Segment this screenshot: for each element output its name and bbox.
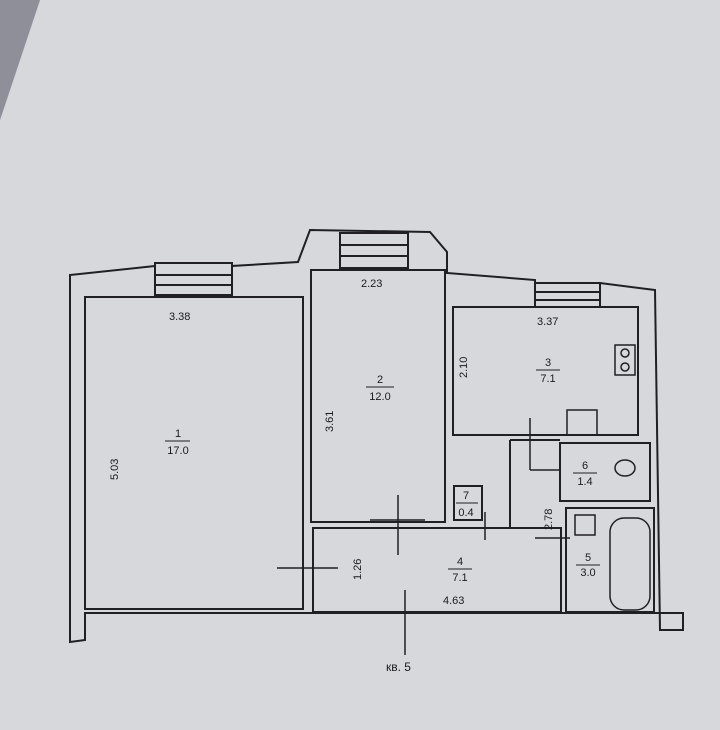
room-area: 7.1 xyxy=(540,373,555,385)
room-area: 12.0 xyxy=(369,391,390,403)
window-room1 xyxy=(154,262,233,296)
room-area: 7.1 xyxy=(452,572,467,584)
room-number: 5 xyxy=(585,552,591,564)
room-number: 7 xyxy=(463,490,469,502)
dimension-labels: 3.38 5.03 2.23 3.61 3.37 2.10 4.63 1.26 … xyxy=(109,278,558,607)
exterior-walls xyxy=(69,228,684,644)
room-number: 4 xyxy=(457,556,463,568)
room-number: 3 xyxy=(545,357,551,369)
room-area: 0.4 xyxy=(458,507,473,519)
room-number: 6 xyxy=(582,460,588,472)
dim-hall-length: 4.63 xyxy=(443,595,464,607)
bathtub-icon xyxy=(609,517,651,611)
fixtures xyxy=(566,344,651,611)
dim-room1-width: 3.38 xyxy=(169,311,190,323)
room-number: 2 xyxy=(377,374,383,386)
paper-shadow xyxy=(0,0,40,120)
dim-room1-length: 5.03 xyxy=(109,459,121,480)
washbasin-icon xyxy=(574,514,596,536)
door-marks xyxy=(277,418,570,655)
windows xyxy=(154,232,601,308)
dim-room3-width: 3.37 xyxy=(537,316,558,328)
dim-room2-length: 3.61 xyxy=(324,411,336,432)
window-room2 xyxy=(339,232,409,269)
kitchen-sink-icon xyxy=(566,409,598,436)
window-room3 xyxy=(534,282,601,308)
dim-hall-width: 1.26 xyxy=(352,559,364,580)
dim-room2-width: 2.23 xyxy=(361,278,382,290)
stove-icon xyxy=(614,344,636,376)
room-area: 1.4 xyxy=(577,476,592,488)
dim-room3-length: 2.10 xyxy=(458,357,470,378)
apartment-caption: кв. 5 xyxy=(386,660,411,674)
room-area: 3.0 xyxy=(580,567,595,579)
dim-bath-length: 2.78 xyxy=(543,509,555,530)
room-area: 17.0 xyxy=(167,445,188,457)
toilet-icon xyxy=(614,459,636,477)
room-labels: 1 17.0 2 12.0 3 7.1 4 7.1 5 3.0 6 1.4 7 … xyxy=(165,357,600,584)
room-number: 1 xyxy=(175,428,181,440)
